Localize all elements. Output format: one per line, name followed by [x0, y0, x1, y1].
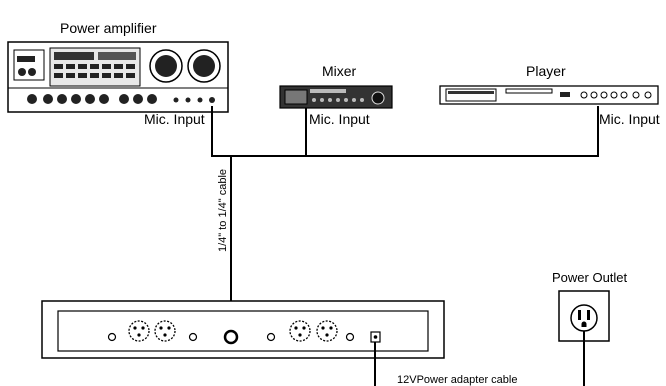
quarter-inch-jack: [223, 329, 239, 345]
player-mic-input-label: Mic. Input: [599, 111, 660, 127]
xlr-connector: [289, 320, 311, 342]
xlr-connector: [128, 320, 150, 342]
player-title: Player: [526, 63, 566, 79]
signal-cable-label: 1/4" to 1/4" cable: [217, 169, 229, 252]
player: [439, 85, 659, 105]
amplifier-mic-input-label: Mic. Input: [144, 111, 205, 127]
power-amplifier: [7, 41, 229, 113]
mixer-mic-input-label: Mic. Input: [309, 111, 370, 127]
power-outlet-title: Power Outlet: [552, 270, 628, 285]
receiver-unit: [41, 300, 445, 359]
xlr-connector: [316, 320, 338, 342]
mixer: [279, 85, 393, 109]
amplifier-title: Power amplifier: [60, 20, 157, 36]
mixer-title: Mixer: [322, 63, 357, 79]
power-cable-label: 12VPower adapter cable: [397, 374, 517, 386]
xlr-connector: [154, 320, 176, 342]
